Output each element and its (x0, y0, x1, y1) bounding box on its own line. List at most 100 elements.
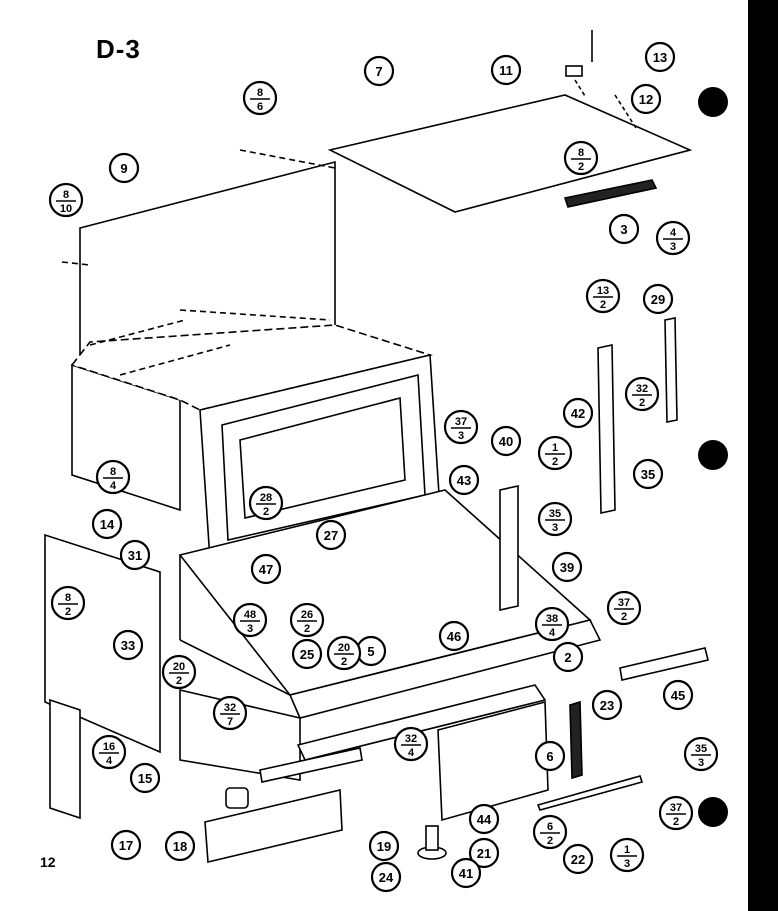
callout-circle (438, 620, 470, 652)
roller (259, 747, 363, 783)
callout-circle (562, 843, 594, 875)
callout-number: 5 (367, 644, 374, 659)
callout-8_10: 810 (48, 182, 84, 218)
foot-stem (425, 825, 439, 851)
callout-39: 39 (551, 551, 583, 583)
callout-circle (624, 376, 660, 412)
callout-quantity: 4 (106, 755, 113, 767)
callout-circle (242, 80, 278, 116)
callout-number: 37 (670, 802, 682, 814)
callout-7: 7 (363, 55, 395, 87)
callout-14: 14 (91, 508, 123, 540)
callout-37_2a: 372 (606, 590, 642, 626)
callout-quantity: 2 (304, 623, 310, 635)
callout-44: 44 (468, 803, 500, 835)
callout-37_3: 373 (443, 409, 479, 445)
callout-32_7: 327 (212, 695, 248, 731)
callout-32_2: 322 (624, 376, 660, 412)
callout-circle (326, 635, 362, 671)
callout-quantity: 3 (552, 522, 558, 534)
callout-circle (108, 152, 140, 184)
callout-number: 16 (103, 741, 115, 753)
callout-number: 1 (624, 844, 630, 856)
callout-circle (48, 182, 84, 218)
door-glass (437, 700, 549, 822)
oven-cavity-inner (239, 396, 406, 519)
callout-circle (552, 641, 584, 673)
callout-33: 33 (112, 629, 144, 661)
callout-46: 46 (438, 620, 470, 652)
callout-circle (289, 602, 325, 638)
callout-6: 6 (534, 740, 566, 772)
callout-number: 35 (641, 467, 655, 482)
callout-24: 24 (370, 861, 402, 893)
bottom-trim (204, 788, 343, 863)
callout-12: 12 (630, 83, 662, 115)
callout-13a: 13 (644, 41, 676, 73)
side-rail (597, 344, 616, 514)
callout-number: 37 (455, 416, 467, 428)
callout-48_3: 483 (232, 602, 268, 638)
page-edge-bar (748, 0, 778, 911)
callout-number: 8 (63, 189, 69, 201)
callout-13_2: 132 (585, 278, 621, 314)
callout-number: 29 (651, 292, 665, 307)
callout-circle (537, 501, 573, 537)
callout-circle (562, 397, 594, 429)
callout-circle (490, 54, 522, 86)
callout-circle (551, 551, 583, 583)
callout-circle (563, 140, 599, 176)
binder-hole (698, 440, 728, 470)
callout-number: 44 (477, 812, 492, 827)
callout-number: 35 (695, 743, 707, 755)
callout-quantity: 7 (227, 716, 233, 728)
callout-43: 43 (448, 464, 480, 496)
callout-18: 18 (164, 830, 196, 862)
callout-circle (368, 830, 400, 862)
callout-number: 32 (405, 733, 417, 745)
callout-number: 3 (620, 222, 627, 237)
callout-22: 22 (562, 843, 594, 875)
callout-28_2: 282 (248, 485, 284, 521)
lower-rail (296, 684, 547, 761)
callout-number: 31 (128, 548, 142, 563)
callout-circle (532, 814, 568, 850)
callout-circle (212, 695, 248, 731)
callout-quantity: 4 (408, 747, 415, 759)
callout-number: 32 (636, 383, 648, 395)
callout-circle (606, 590, 642, 626)
callout-circle (443, 409, 479, 445)
callout-2: 2 (552, 641, 584, 673)
callout-number: 22 (571, 852, 585, 867)
callout-circle (119, 539, 151, 571)
callout-number: 28 (260, 492, 272, 504)
callout-number: 48 (244, 609, 256, 621)
callout-circle (683, 736, 719, 772)
callout-number: 9 (120, 161, 127, 176)
vent-strip (563, 179, 658, 208)
callout-45: 45 (662, 679, 694, 711)
callout-number: 26 (301, 609, 313, 621)
callout-number: 20 (338, 642, 350, 654)
callout-circle (112, 629, 144, 661)
callout-circle (95, 459, 131, 495)
callout-number: 39 (560, 560, 574, 575)
callout-17: 17 (110, 829, 142, 861)
callout-27: 27 (315, 519, 347, 551)
callout-quantity: 2 (578, 161, 584, 173)
callout-circle (644, 41, 676, 73)
callout-quantity: 10 (60, 203, 72, 215)
callout-circle (642, 283, 674, 315)
callout-circle (291, 638, 323, 670)
callout-circle (490, 425, 522, 457)
vertical-strip (569, 700, 583, 780)
callout-circle (608, 213, 640, 245)
callout-number: 6 (546, 749, 553, 764)
callout-16_4: 164 (91, 734, 127, 770)
callout-circle (315, 519, 347, 551)
callout-1_2: 12 (537, 435, 573, 471)
callout-circle (370, 861, 402, 893)
callout-quantity: 6 (257, 101, 263, 113)
callout-35_3b: 353 (683, 736, 719, 772)
